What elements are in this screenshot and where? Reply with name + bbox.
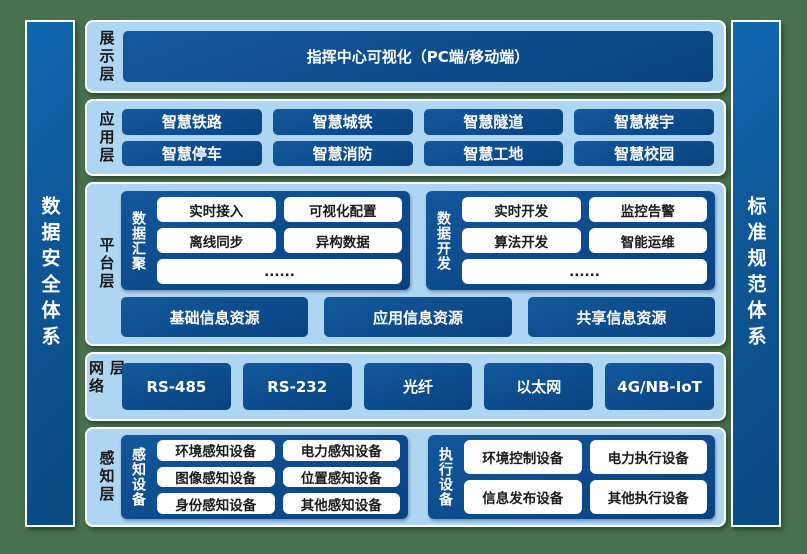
device-item: 身份感知设备 — [157, 493, 275, 514]
group-actuator-devices-items: 环境控制设备 电力执行设备 信息发布设备 其他执行设备 — [464, 440, 707, 514]
platform-item: 异构数据 — [283, 228, 402, 253]
device-item: 其他执行设备 — [589, 480, 707, 514]
network-box: RS-485 — [122, 363, 231, 410]
app-box: 智慧消防 — [272, 140, 413, 166]
app-box: 智慧校园 — [574, 140, 714, 166]
device-item: 信息发布设备 — [464, 480, 582, 514]
device-item: 电力感知设备 — [282, 440, 400, 461]
platform-resources: 基础信息资源 应用信息资源 共享信息资源 — [121, 297, 715, 337]
group-data-development: 数据开发 实时开发 监控告警 算法开发 智能运维 ...... — [426, 191, 715, 290]
pillar-data-security-label: 数据安全体系 — [38, 195, 61, 352]
resource-box: 共享信息资源 — [527, 297, 715, 337]
pillar-standards-label: 标准规范体系 — [744, 195, 767, 352]
layer-application-label: 应用层 — [97, 110, 116, 165]
display-command-center-box: 指挥中心可视化（PC端/移动端） — [123, 31, 713, 82]
device-item: 环境感知设备 — [157, 440, 275, 461]
layer-platform-content: 数据汇聚 实时接入 可视化配置 离线同步 异构数据 ...... 数据开发 实时… — [121, 190, 715, 338]
platform-item: 实时开发 — [462, 197, 581, 222]
resource-box: 应用信息资源 — [324, 297, 512, 337]
layer-application: 应用层 智慧铁路 智慧城铁 智慧隧道 智慧楼宇 智慧停车 智慧消防 智慧工地 智… — [85, 99, 726, 176]
device-item: 位置感知设备 — [282, 466, 400, 488]
group-data-development-items: 实时开发 监控告警 算法开发 智能运维 ...... — [462, 197, 707, 284]
layer-display-label: 展示层 — [97, 29, 116, 84]
platform-groups: 数据汇聚 实时接入 可视化配置 离线同步 异构数据 ...... 数据开发 实时… — [121, 191, 715, 290]
layer-perception-content: 感知设备 环境感知设备 电力感知设备 图像感知设备 位置感知设备 身份感知设备 … — [121, 435, 715, 519]
group-actuator-devices: 执行设备 环境控制设备 电力执行设备 信息发布设备 其他执行设备 — [428, 435, 715, 519]
layer-stack: 展示层 指挥中心可视化（PC端/移动端） 应用层 智慧铁路 智慧城铁 智慧隧道 … — [85, 20, 726, 527]
platform-item: 可视化配置 — [283, 197, 402, 222]
layer-application-content: 智慧铁路 智慧城铁 智慧隧道 智慧楼宇 智慧停车 智慧消防 智慧工地 智慧校园 — [121, 107, 715, 168]
pillar-data-security: 数据安全体系 — [25, 20, 75, 527]
device-item: 图像感知设备 — [157, 466, 275, 488]
platform-item-more: ...... — [157, 259, 402, 284]
layer-platform: 平台层 数据汇聚 实时接入 可视化配置 离线同步 异构数据 ...... — [85, 182, 726, 346]
platform-item-more: ...... — [462, 259, 707, 284]
group-data-aggregation-items: 实时接入 可视化配置 离线同步 异构数据 ...... — [157, 197, 402, 284]
device-item: 环境控制设备 — [464, 440, 582, 474]
platform-item: 智能运维 — [588, 228, 707, 253]
app-box: 智慧停车 — [122, 140, 262, 166]
layer-network-content: RS-485 RS-232 光纤 以太网 4G/NB-IoT — [121, 360, 715, 413]
layer-perception-label: 感知层 — [97, 450, 116, 504]
layer-platform-label: 平台层 — [97, 237, 116, 291]
group-actuator-devices-label: 执行设备 — [437, 447, 453, 507]
app-box: 智慧工地 — [423, 140, 564, 166]
group-data-aggregation: 数据汇聚 实时接入 可视化配置 离线同步 异构数据 ...... — [121, 191, 410, 290]
layer-network: 网络层 RS-485 RS-232 光纤 以太网 4G/NB-IoT — [85, 352, 726, 421]
app-box: 智慧楼宇 — [574, 109, 714, 135]
group-sensing-devices: 感知设备 环境感知设备 电力感知设备 图像感知设备 位置感知设备 身份感知设备 … — [121, 435, 408, 519]
group-data-aggregation-label: 数据汇聚 — [130, 210, 146, 271]
pillar-standards: 标准规范体系 — [731, 20, 781, 527]
platform-item: 离线同步 — [157, 228, 276, 253]
network-box: RS-232 — [242, 363, 352, 410]
app-box: 智慧隧道 — [423, 109, 564, 135]
device-item: 电力执行设备 — [589, 440, 707, 474]
group-data-development-label: 数据开发 — [435, 210, 451, 271]
group-sensing-devices-label: 感知设备 — [130, 447, 146, 507]
resource-box: 基础信息资源 — [121, 297, 309, 337]
platform-item: 实时接入 — [157, 197, 276, 222]
network-box: 以太网 — [484, 363, 594, 410]
layer-perception: 感知层 感知设备 环境感知设备 电力感知设备 图像感知设备 位置感知设备 身份感… — [85, 427, 726, 527]
network-box: 4G/NB-IoT — [605, 363, 714, 410]
platform-item: 监控告警 — [588, 197, 707, 222]
layer-display-content: 指挥中心可视化（PC端/移动端） — [121, 28, 715, 85]
platform-item: 算法开发 — [462, 228, 581, 253]
device-item: 其他感知设备 — [282, 493, 400, 514]
layer-network-label: 网络层 — [87, 360, 126, 396]
app-box: 智慧铁路 — [122, 109, 262, 135]
layer-display: 展示层 指挥中心可视化（PC端/移动端） — [85, 20, 726, 93]
app-box: 智慧城铁 — [272, 109, 413, 135]
group-sensing-devices-items: 环境感知设备 电力感知设备 图像感知设备 位置感知设备 身份感知设备 其他感知设… — [157, 440, 400, 514]
network-box: 光纤 — [363, 363, 473, 410]
